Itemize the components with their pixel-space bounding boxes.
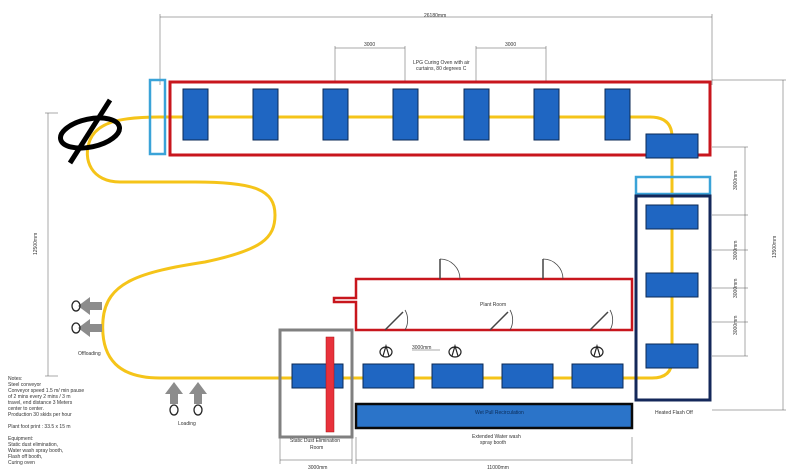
notes-line: Flash off booth, [8, 454, 43, 460]
oven-carrier [604, 88, 631, 141]
door-swing [439, 258, 461, 280]
notes-line: Water wash spray booth, [8, 448, 64, 454]
oven-carrier [252, 88, 279, 141]
oven-exit-carrier [645, 133, 699, 159]
oven-title-line2: curtains, 80 degrees C [416, 66, 467, 72]
door-leaf [589, 311, 609, 331]
right-height-label: 13500mm [772, 235, 778, 258]
door-swing [509, 309, 514, 331]
air-curtain-right [634, 175, 712, 196]
notes-block: Notes: Steel conveyor Conveyor speed 1.5… [8, 376, 118, 466]
water-recirculation-tank [354, 402, 634, 430]
left-height-label: 12500mm [33, 232, 39, 255]
dust-room-carrier [291, 363, 344, 389]
spray-gun-icon [448, 346, 462, 358]
door-swing [609, 309, 614, 331]
notes-equipment-heading: Equipment: [8, 436, 34, 442]
offload-arrow-icon [78, 319, 102, 337]
right-segment-label-4: 3000mm [733, 315, 739, 335]
notes-footprint: Plant foot print : 33.5 x 15 m [8, 424, 71, 430]
notes-line: center to center. [8, 406, 44, 412]
offloading-label: Offloading [78, 351, 101, 357]
worker-icon [71, 300, 81, 312]
worker-icon [169, 404, 179, 416]
spray-gun-icon [451, 343, 459, 357]
ionizing-curtain [325, 336, 335, 433]
spray-booth-label-1: Extended Water wash [472, 434, 521, 440]
flash-off-carrier [645, 343, 699, 369]
pitch-left-label: 3000 [364, 42, 376, 48]
spray-gun-icon [590, 346, 604, 358]
spray-booth-label-2: spray booth [480, 440, 507, 446]
spray-gun-icon [379, 346, 393, 358]
notes-line: Steel conveyor [8, 382, 42, 388]
notes-heading: Notes: [8, 376, 23, 382]
notes-line: of 2 mins every 2 mins / 3 m [8, 394, 71, 400]
spray-booth-carrier [571, 363, 624, 389]
offload-arrow-icon [78, 297, 102, 315]
door-leaf [489, 311, 509, 331]
oven-carrier [392, 88, 419, 141]
door-swing [404, 309, 409, 331]
right-segment-label-3: 3000mm [733, 278, 739, 298]
oven-carrier [463, 88, 490, 141]
spray-booth-carrier [501, 363, 554, 389]
load-arrow-icon [189, 382, 207, 404]
flash-off-carrier [645, 204, 699, 230]
spray-pitch-label: 3000mm [412, 345, 432, 351]
dim-spray-booth-label: 11000mm [487, 465, 509, 471]
dust-room-outline [278, 328, 354, 439]
dim-dust-room-label: 3000mm [308, 465, 328, 471]
spray-booth-carrier [431, 363, 484, 389]
right-segment-label-1: 3000mm [733, 170, 739, 190]
dust-room-label-2: Room [310, 445, 324, 451]
turntable-icon [58, 115, 122, 151]
worker-icon [193, 404, 203, 416]
heated-flash-off-label: Heated Flash Off [655, 410, 693, 416]
turntable-icon [67, 98, 113, 165]
spray-gun-icon [593, 343, 601, 357]
door-leaf [384, 311, 404, 331]
heated-flash-off-outline [634, 194, 712, 402]
notes-line: travel, end distance 3 Meters [8, 400, 73, 406]
spray-gun-icon [382, 343, 390, 357]
oven-title-line1: LPG Curing Oven with air [413, 60, 470, 66]
loading-label: Loading [178, 421, 196, 427]
notes-line: Static dust elimination, [8, 442, 59, 448]
overall-length-label: 26180mm [424, 13, 447, 19]
spray-belt-label: Wet Pull Recirculation [475, 410, 524, 416]
flash-room-label: Plant Room [480, 302, 507, 308]
dust-room-label-1: Static Dust Elimination [290, 438, 341, 444]
flash-off-carrier [645, 272, 699, 298]
spray-booth-carrier [362, 363, 415, 389]
door-swing [542, 258, 564, 280]
right-segment-label-2: 3000mm [733, 240, 739, 260]
notes-line: Conveyor speed 1.5 m/ min pause [8, 388, 85, 394]
curing-oven-outline [168, 80, 712, 157]
load-arrow-icon [165, 382, 183, 404]
oven-carrier [182, 88, 209, 141]
oven-carrier [533, 88, 560, 141]
plant-room-outline [332, 277, 634, 332]
air-curtain-left [148, 78, 167, 156]
pitch-right-label: 3000 [505, 42, 517, 48]
worker-icon [71, 322, 81, 334]
notes-line: Production 30 skids per hour [8, 412, 72, 418]
conveyor-loop [85, 115, 674, 380]
oven-carrier [322, 88, 349, 141]
notes-line: Curing oven [8, 460, 35, 466]
